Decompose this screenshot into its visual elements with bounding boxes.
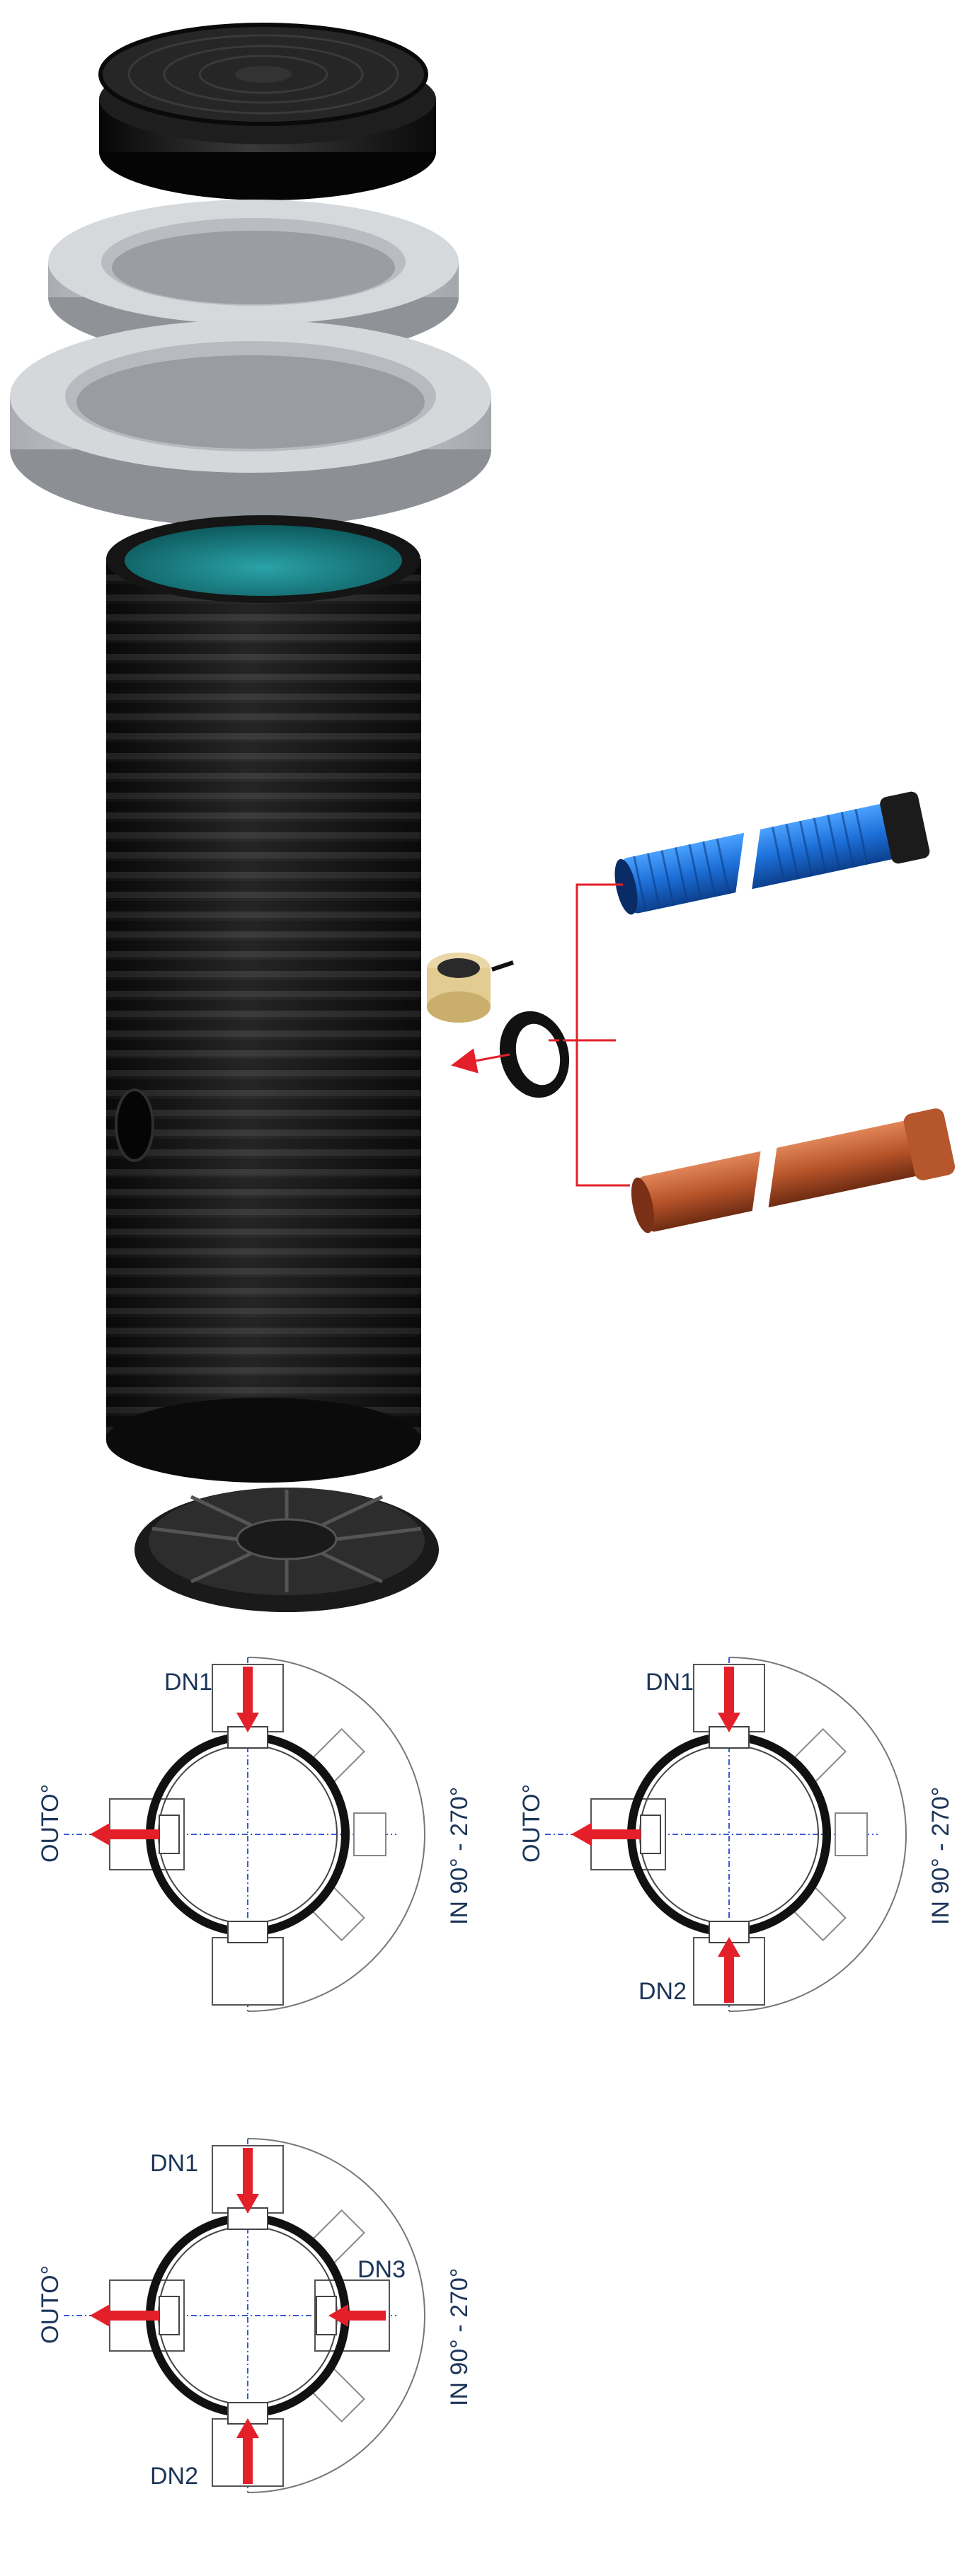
corrugated-shaft	[106, 515, 421, 1483]
dn1-label: DN1	[164, 1669, 212, 1696]
blue-pipe	[614, 791, 930, 915]
manhole-cover	[98, 23, 436, 200]
out-label: OUTO°	[37, 2265, 64, 2344]
shaft-base	[134, 1488, 439, 1612]
out-label: OUTO°	[518, 1784, 545, 1863]
rubber-seal-ring	[499, 1011, 570, 1098]
dn1-label: DN1	[150, 2150, 198, 2177]
concrete-ring-lower	[10, 320, 491, 527]
hole-saw-adapter	[427, 953, 514, 1023]
in-range-label: IN 90° - 270°	[927, 1787, 954, 1925]
in-range-label: IN 90° - 270°	[446, 2268, 473, 2406]
dn1-label: DN1	[646, 1669, 694, 1696]
in-range-label: IN 90° - 270°	[446, 1787, 473, 1925]
out-label: OUTO°	[37, 1784, 64, 1863]
connection-arrows	[451, 883, 630, 1187]
dn2-label: DN2	[150, 2463, 198, 2490]
orange-pipe	[631, 1108, 956, 1234]
dn3-label: DN3	[357, 2256, 406, 2283]
connection-diagram-1: DN1 OUTO° IN 90° - 270°	[37, 1657, 473, 2012]
connection-diagram-2: DN1 DN2 OUTO° IN 90° - 270°	[518, 1657, 954, 2012]
dn2-label: DN2	[638, 1978, 687, 2005]
connection-diagram-3: DN1 DN2 DN3 OUTO° IN 90° - 270°	[37, 2138, 473, 2493]
